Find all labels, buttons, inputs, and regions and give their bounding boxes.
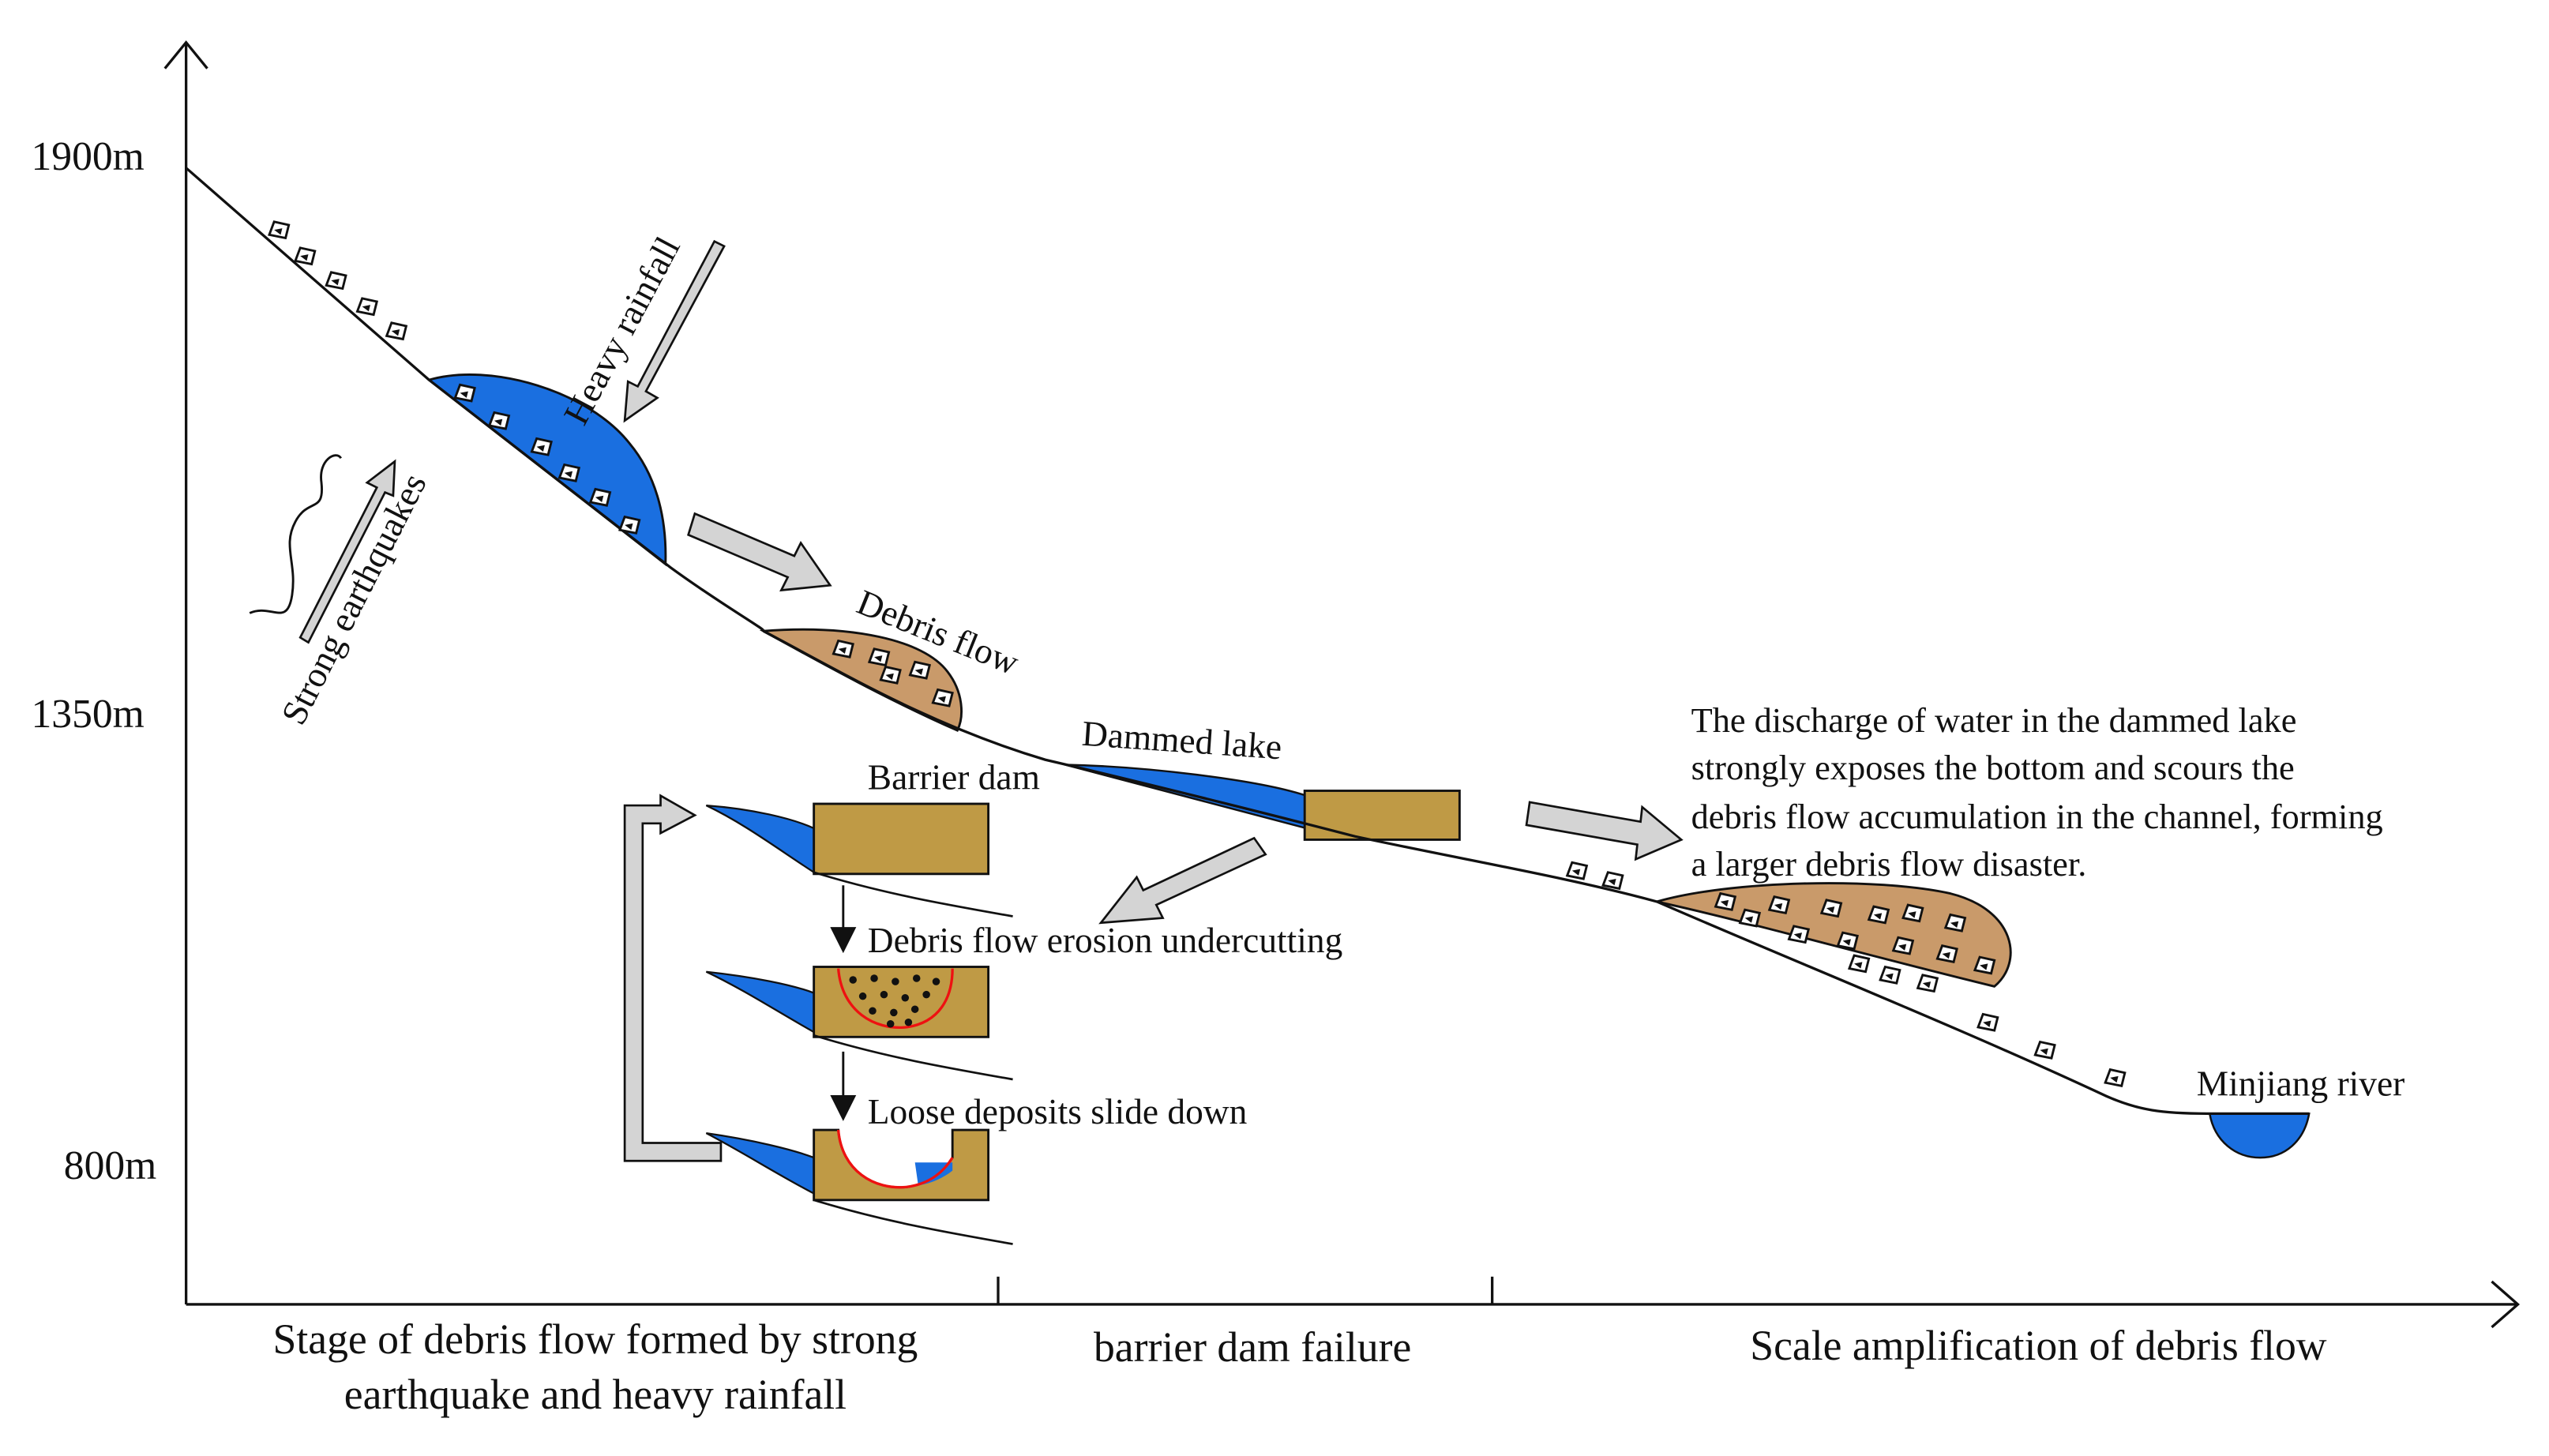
rocks-upper-slope [268,220,407,340]
y-tick-1900m: 1900m [31,134,144,179]
discharge-description: The discharge of water in the dammed lak… [1691,700,2383,884]
section-label-dam-failure: barrier dam failure [1094,1323,1411,1371]
flow-arrow-to-accumulation [1525,801,1684,861]
section-label-formation-line2: earthquake and heavy rainfall [344,1371,847,1418]
flow-arrow-to-dam-process [1098,836,1267,925]
minjiang-river [2208,1113,2311,1159]
barrier-dam-block [1303,790,1461,841]
axes [163,40,2521,1329]
discharge-line-1: The discharge of water in the dammed lak… [1691,700,2297,740]
stage2-water [705,970,815,1034]
cycle-return-arrow [623,794,723,1162]
stage3-water [705,1132,815,1195]
label-loose-deposits: Loose deposits slide down [868,1092,1248,1131]
label-strong-earthquakes: Strong earthquakes [274,467,434,731]
y-tick-800m: 800m [64,1143,157,1188]
large-debris-accumulation [1656,882,2012,988]
section-label-formation-line1: Stage of debris flow formed by strong [273,1315,918,1363]
stage1-water [705,804,815,874]
label-erosion-undercutting: Debris flow erosion undercutting [868,921,1343,960]
x-axis-arrowhead [2491,1280,2521,1329]
stage3-slip-surface [836,1129,954,1189]
earthquake-arrow [298,459,396,644]
y-tick-1350m: 1350m [31,692,144,737]
discharge-line-4: a larger debris flow disaster. [1691,844,2087,884]
section-label-amplification: Scale amplification of debris flow [1750,1322,2327,1369]
flow-arrow-to-debris [687,512,832,592]
stage3-channel-bed [813,1199,1013,1245]
label-dammed-lake: Dammed lake [1081,714,1283,767]
slope-profile [185,167,2310,1116]
label-minjiang-river: Minjiang river [2197,1064,2405,1104]
seismic-wave-icon [249,454,343,614]
stage2-channel-bed [813,1034,1013,1081]
label-barrier-dam: Barrier dam [868,757,1040,797]
stage2-erosion-zone [836,968,954,1029]
stage1-dam [813,802,990,876]
dam-failure-process [623,794,1013,1245]
y-axis-arrowhead [163,40,208,69]
stage2-sediment-dots [849,974,940,1028]
discharge-line-3: debris flow accumulation in the channel,… [1691,797,2383,836]
rainfall-arrow [623,239,726,423]
discharge-line-2: strongly exposes the bottom and scours t… [1691,748,2295,787]
stage1-channel-bed [813,871,1013,918]
